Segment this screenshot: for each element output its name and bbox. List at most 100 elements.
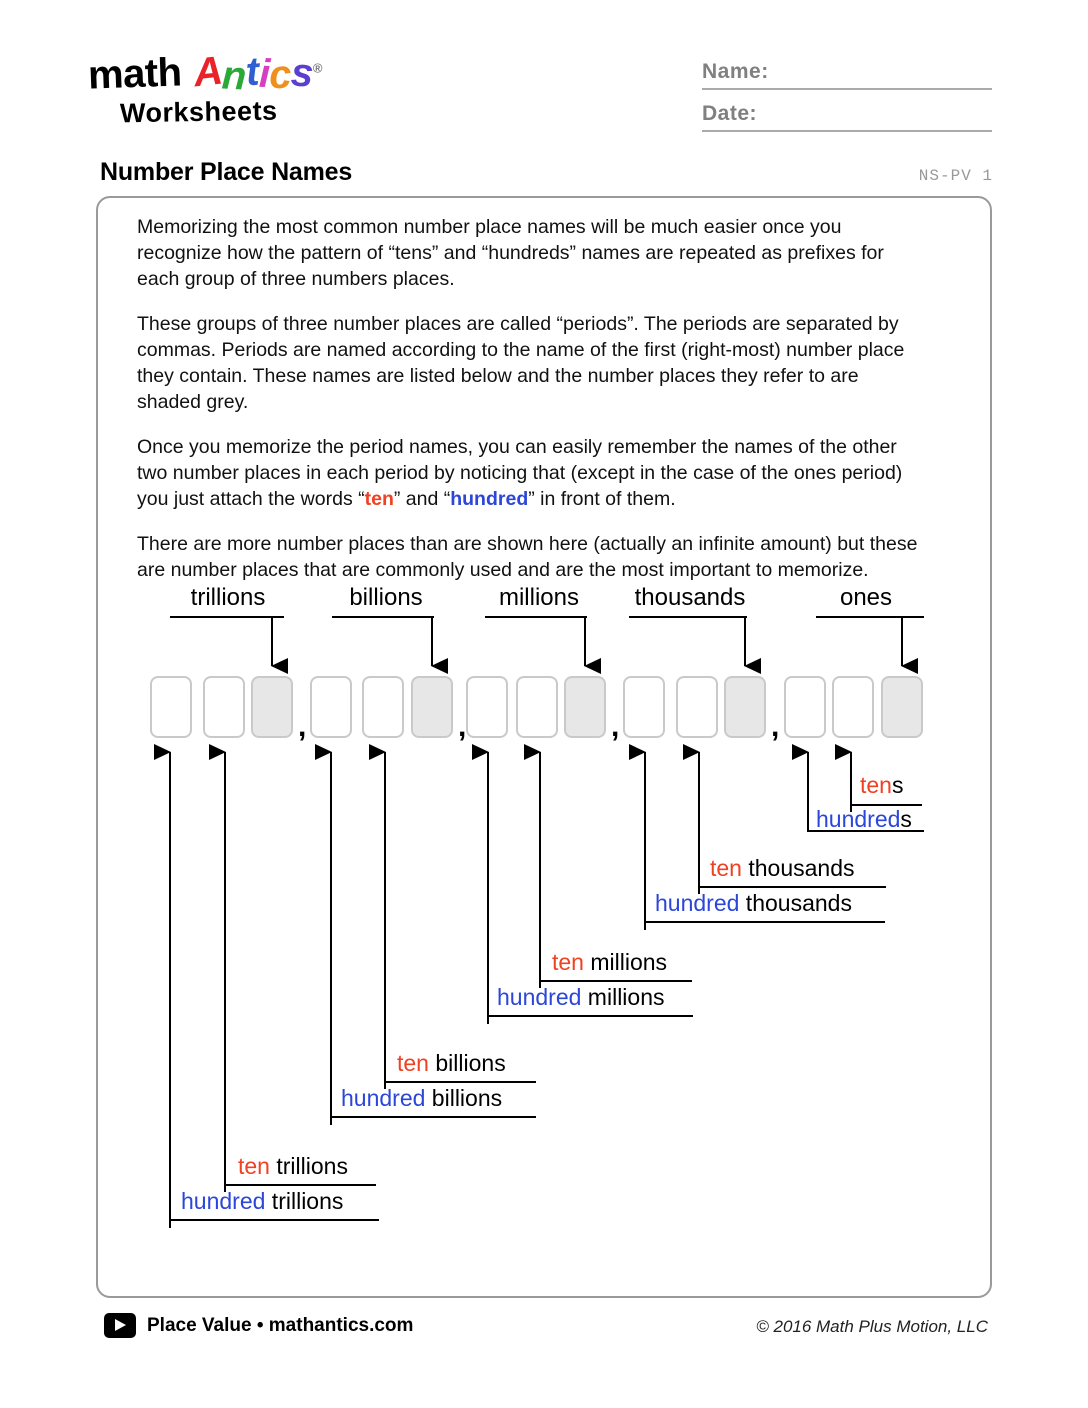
place-base-3: thousands: [739, 890, 852, 916]
date-input-rule[interactable]: [702, 130, 992, 132]
p1-hundreds-quote: “hundreds”: [481, 242, 577, 264]
name-label: Name:: [702, 60, 769, 83]
play-icon: [104, 1313, 136, 1338]
p3-keyword-hundred: hundred: [450, 488, 529, 510]
p1-part-a: Memorizing the most common number place …: [137, 216, 842, 264]
place-rule-ten-billions: [384, 1081, 536, 1083]
p1-tens-quote: “tens”: [388, 242, 439, 264]
date-field-row[interactable]: Date:: [702, 102, 992, 132]
place-label-hundred-trillions: hundred trillions: [181, 1188, 343, 1215]
place-rule-ten-trillions: [224, 1184, 376, 1186]
period-label-ones: ones: [839, 584, 893, 611]
comma-separator-2: ,: [458, 710, 467, 743]
period-rule-millions: [485, 616, 587, 618]
place-label-ten-millions: ten millions: [552, 949, 667, 976]
worksheet-content-frame: [96, 196, 992, 1298]
place-prefix-ten-6: ten: [397, 1050, 429, 1076]
digit-box-thousands[interactable]: [724, 676, 766, 738]
period-label-trillions: trillions: [190, 584, 266, 611]
place-rule-hundred-trillions: [169, 1219, 379, 1221]
digit-box-ten-millions[interactable]: [516, 676, 558, 738]
digit-box-billions[interactable]: [411, 676, 453, 738]
comma-separator-1: ,: [298, 710, 307, 743]
period-rule-ones: [816, 616, 924, 618]
place-rule-ten-millions: [539, 980, 692, 982]
place-label-ten-trillions: ten trillions: [238, 1153, 348, 1180]
digit-box-hundred-trillions[interactable]: [150, 676, 192, 738]
place-base-6: billions: [428, 1050, 506, 1076]
digit-box-ten-billions[interactable]: [362, 676, 404, 738]
digit-box-hundred-millions[interactable]: [466, 676, 508, 738]
place-rule-hundred-billions: [330, 1116, 536, 1118]
digit-box-trillions[interactable]: [251, 676, 293, 738]
logo-math-text: math: [87, 50, 183, 98]
p3-part-c: ” in front of them.: [528, 488, 676, 510]
period-label-billions: billions: [349, 584, 423, 611]
place-base-4: millions: [583, 949, 668, 975]
place-label-hundred-thousands: hundred thousands: [655, 890, 852, 917]
place-prefix-ten-0: ten: [860, 772, 892, 798]
place-base-9: trillions: [265, 1188, 344, 1214]
period-rule-trillions: [170, 616, 284, 618]
footer-copyright: © 2016 Math Plus Motion, LLC: [756, 1317, 988, 1336]
period-label-thousands: thousands: [634, 584, 746, 611]
place-label-hundred-millions: hundred millions: [497, 984, 665, 1011]
place-base-8: trillions: [269, 1153, 348, 1179]
digit-box-ten-thousands[interactable]: [676, 676, 718, 738]
logo-worksheets-text: Worksheets: [119, 95, 278, 129]
digit-box-ten-trillions[interactable]: [203, 676, 245, 738]
page-title: Number Place Names: [100, 158, 353, 186]
place-prefix-hundred-7: hundred: [341, 1085, 426, 1111]
logo-antics-text: Antics: [191, 48, 315, 99]
digit-box-hundreds[interactable]: [784, 676, 826, 738]
place-base-2: thousands: [741, 855, 855, 881]
name-input-rule[interactable]: [702, 88, 992, 90]
place-label-ten-billions: ten billions: [397, 1050, 506, 1077]
worksheet-code: NS-PV 1: [918, 167, 993, 185]
place-prefix-hundred-3: hundred: [655, 890, 740, 916]
p3-part-a: Once you memorize the period names, you …: [137, 436, 903, 510]
digit-box-tens[interactable]: [832, 676, 874, 738]
place-base-0: s: [891, 772, 904, 798]
place-label-hundreds: hundreds: [816, 806, 912, 833]
footer-lesson-link[interactable]: Place Value • mathantics.com: [147, 1314, 414, 1336]
place-base-1: s: [900, 806, 912, 832]
place-rule-tens: [851, 804, 922, 806]
place-label-hundred-billions: hundred billions: [341, 1085, 502, 1112]
place-label-tens: tens: [860, 772, 903, 799]
paragraph-4: There are more number places than are sh…: [137, 533, 918, 581]
p3-keyword-ten: ten: [364, 488, 394, 510]
paragraph-3: Once you memorize the period names, you …: [137, 434, 927, 512]
logo-letter-n: n: [220, 53, 247, 99]
footer-left: Place Value • mathantics.com: [104, 1313, 413, 1338]
name-field-row[interactable]: Name:: [702, 60, 992, 90]
place-rule-ten-thousands: [698, 886, 886, 888]
p3-part-b: ” and “: [393, 488, 451, 510]
place-prefix-hundred-9: hundred: [181, 1188, 266, 1214]
paragraph-1: Memorizing the most common number place …: [137, 214, 927, 292]
p1-part-e: names are repeated as prefixes for each …: [137, 242, 884, 290]
date-label: Date:: [702, 102, 758, 125]
digit-box-hundred-thousands[interactable]: [623, 676, 665, 738]
p1-part-c: and: [438, 242, 482, 264]
place-rule-hundred-millions: [487, 1015, 693, 1017]
logo-letter-s: s: [289, 50, 315, 96]
place-rule-hundred-thousands: [644, 921, 885, 923]
digit-box-hundred-billions[interactable]: [310, 676, 352, 738]
place-base-5: millions: [581, 984, 665, 1010]
place-rule-hundreds: [807, 830, 924, 832]
period-rule-thousands: [629, 616, 747, 618]
logo-letter-c: c: [268, 52, 293, 98]
instructions-block: Memorizing the most common number place …: [137, 214, 927, 602]
place-prefix-hundred-5: hundred: [497, 984, 582, 1010]
digit-box-ones[interactable]: [881, 676, 923, 738]
place-base-7: billions: [425, 1085, 503, 1111]
logo-letter-a: A: [191, 48, 224, 96]
place-prefix-ten-8: ten: [238, 1153, 270, 1179]
registered-trademark-icon: ®: [312, 60, 323, 76]
place-prefix-hundred-1: hundred: [816, 806, 901, 832]
digit-box-millions[interactable]: [564, 676, 606, 738]
period-rule-billions: [332, 616, 434, 618]
